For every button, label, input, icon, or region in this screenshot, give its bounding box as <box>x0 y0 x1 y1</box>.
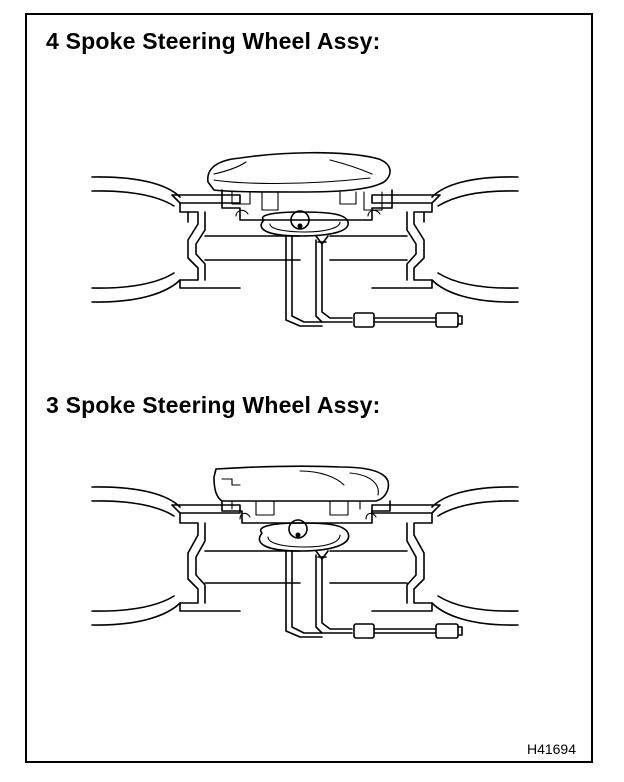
airbag-hub <box>221 189 393 221</box>
airbag-connector-wires <box>285 550 463 639</box>
spoke-frame-right <box>329 504 441 612</box>
spoke-frame-left <box>171 194 301 289</box>
steering-wheel-4-spoke-illustration <box>91 151 519 328</box>
heading-4-spoke: 4 Spoke Steering Wheel Assy: <box>46 28 381 54</box>
airbag-pad <box>207 151 391 193</box>
spoke-frame-right <box>329 194 441 289</box>
wheel-rim-left <box>91 486 181 626</box>
airbag-hub <box>221 500 391 524</box>
diagram-frame <box>25 13 593 763</box>
spiral-cable <box>258 519 350 560</box>
wheel-rim-right <box>431 486 519 626</box>
wheel-rim-right <box>431 176 519 303</box>
spiral-cable <box>260 210 349 245</box>
airbag-connector-wires <box>285 235 463 328</box>
spoke-frame-left <box>171 504 301 612</box>
airbag-pad <box>213 465 390 502</box>
wheel-rim-left <box>91 176 181 303</box>
figure-code: H41694 <box>526 741 576 757</box>
steering-wheel-3-spoke-illustration <box>91 465 519 639</box>
heading-3-spoke: 3 Spoke Steering Wheel Assy: <box>46 392 381 418</box>
